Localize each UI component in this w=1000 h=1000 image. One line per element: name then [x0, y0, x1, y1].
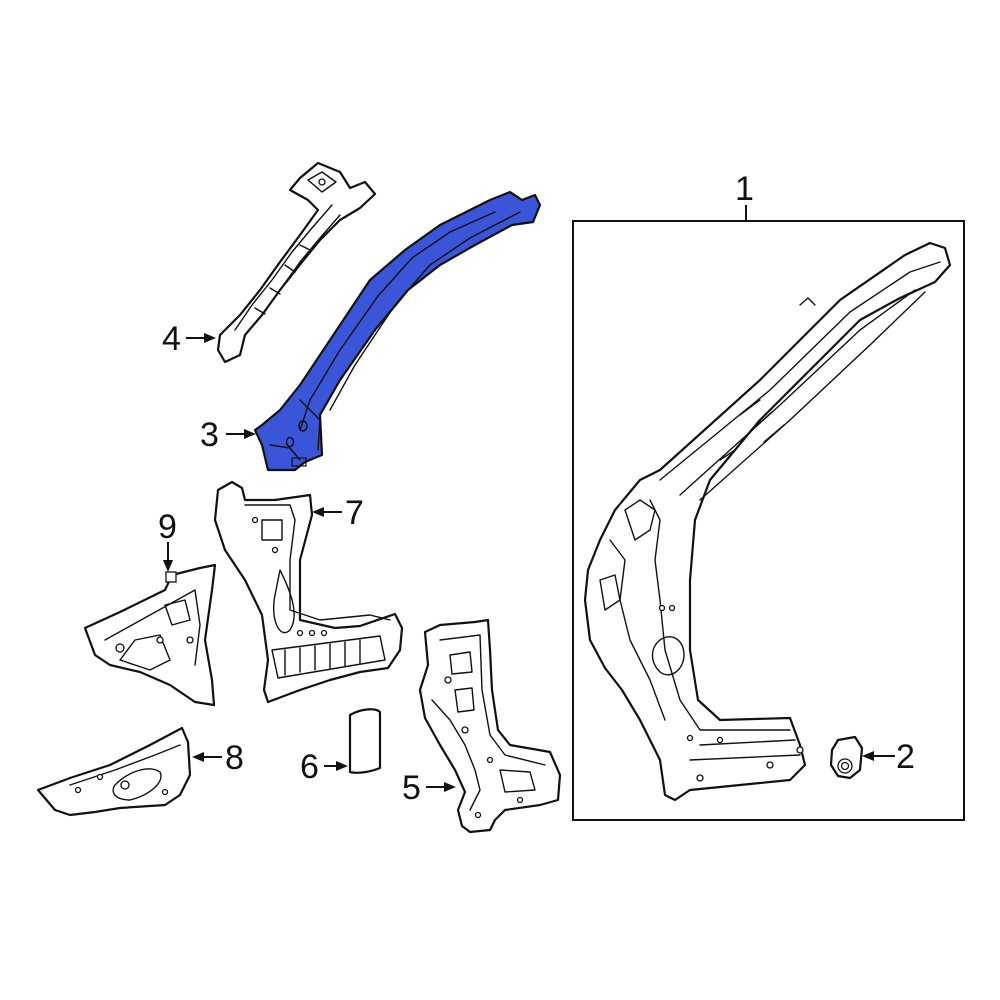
callout-6-label: 6	[300, 748, 319, 786]
part-8-lower-bracket[interactable]	[36, 726, 192, 817]
callout-3-label: 3	[200, 416, 219, 454]
part-4-rail-reinforcement[interactable]	[216, 161, 377, 364]
callout-2-label: 2	[896, 738, 915, 776]
part-9-bracket-panel[interactable]	[83, 563, 217, 707]
callout-8-label: 8	[225, 739, 244, 777]
callout-9-label: 9	[158, 508, 177, 546]
part-7-inner-panel[interactable]	[213, 480, 404, 704]
part-1-group-box	[572, 220, 965, 821]
callout-7-label: 7	[345, 494, 364, 532]
part-1-pillar-assembly[interactable]	[583, 241, 952, 802]
part-3-highlight-fill	[253, 190, 542, 472]
part-3-pillar-reinforcement[interactable]	[253, 190, 542, 472]
part-2-bracket[interactable]	[829, 735, 864, 780]
callout-5-label: 5	[402, 769, 421, 807]
callout-4-label: 4	[162, 320, 181, 358]
part-5-lower-pillar-panel[interactable]	[418, 618, 562, 834]
part-6-patch[interactable]	[348, 708, 382, 774]
callout-1-label: 1	[735, 170, 754, 208]
